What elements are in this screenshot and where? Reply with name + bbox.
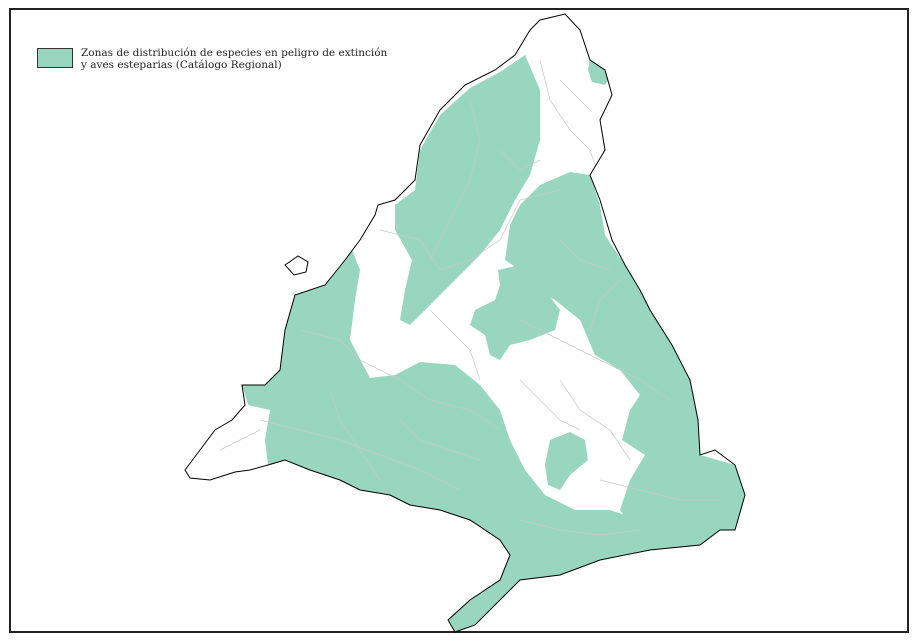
zone-south-patch (545, 432, 588, 490)
municipal-borders (219, 59, 720, 536)
zone-east (505, 172, 745, 550)
species-zones (242, 55, 745, 632)
legend-swatch (37, 48, 73, 68)
zone-southwest (242, 250, 650, 632)
region-outline (184, 13, 746, 633)
legend-line-1: Zonas de distribución de especies en pel… (81, 47, 388, 59)
enclave-west (284, 255, 309, 276)
legend-line-2: y aves esteparias (Catálogo Regional) (81, 59, 282, 71)
region-base (185, 14, 745, 632)
legend-label: Zonas de distribución de especies en pel… (81, 47, 387, 71)
zone-central-lobe (470, 265, 560, 360)
map-legend: Zonas de distribución de especies en pel… (37, 47, 387, 71)
